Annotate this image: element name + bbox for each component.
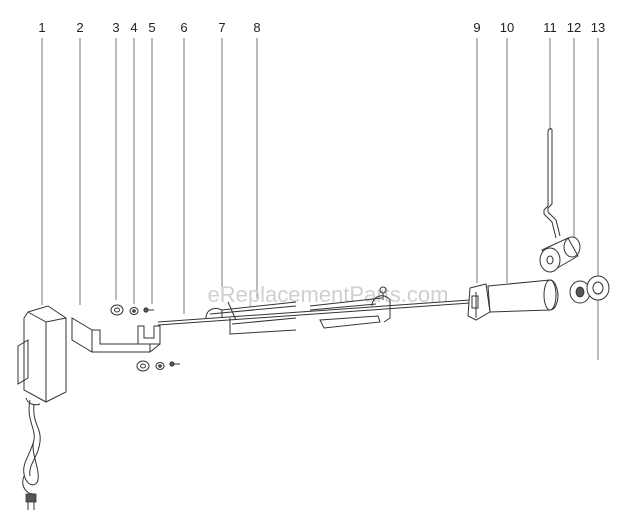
- part-number-8: 8: [253, 20, 260, 35]
- power-cord: [22, 399, 41, 510]
- end-washers-part: [569, 275, 610, 304]
- part-number-2: 2: [76, 20, 83, 35]
- mounting-bracket-part: [71, 317, 161, 353]
- part-number-6: 6: [180, 20, 187, 35]
- handle-bushing-part: [467, 283, 491, 321]
- counterweight-arm-part: [543, 128, 561, 239]
- fork-right: [309, 286, 391, 329]
- part-number-13: 13: [591, 20, 605, 35]
- part-number-11: 11: [543, 20, 557, 35]
- motor-part: [17, 305, 67, 406]
- part-number-10: 10: [500, 20, 514, 35]
- hardware-lower: [136, 360, 180, 372]
- part-number-3: 3: [112, 20, 119, 35]
- hardware-upper: [110, 304, 154, 316]
- part-number-5: 5: [148, 20, 155, 35]
- fork-left: [205, 301, 297, 335]
- watermark-text: eReplacementParts.com: [208, 282, 449, 307]
- part-number-12: 12: [567, 20, 581, 35]
- counterweight-part: [539, 236, 581, 273]
- handle-part: [487, 279, 559, 313]
- part-number-7: 7: [218, 20, 225, 35]
- part-number-4: 4: [130, 20, 137, 35]
- leader-lines: [41, 38, 599, 360]
- part-number-labels: 1 2 3 4 5 6 7 8 9 10 11 12 13: [38, 20, 605, 35]
- part-number-9: 9: [473, 20, 480, 35]
- spit-rod-part: [157, 299, 471, 326]
- part-number-1: 1: [38, 20, 45, 35]
